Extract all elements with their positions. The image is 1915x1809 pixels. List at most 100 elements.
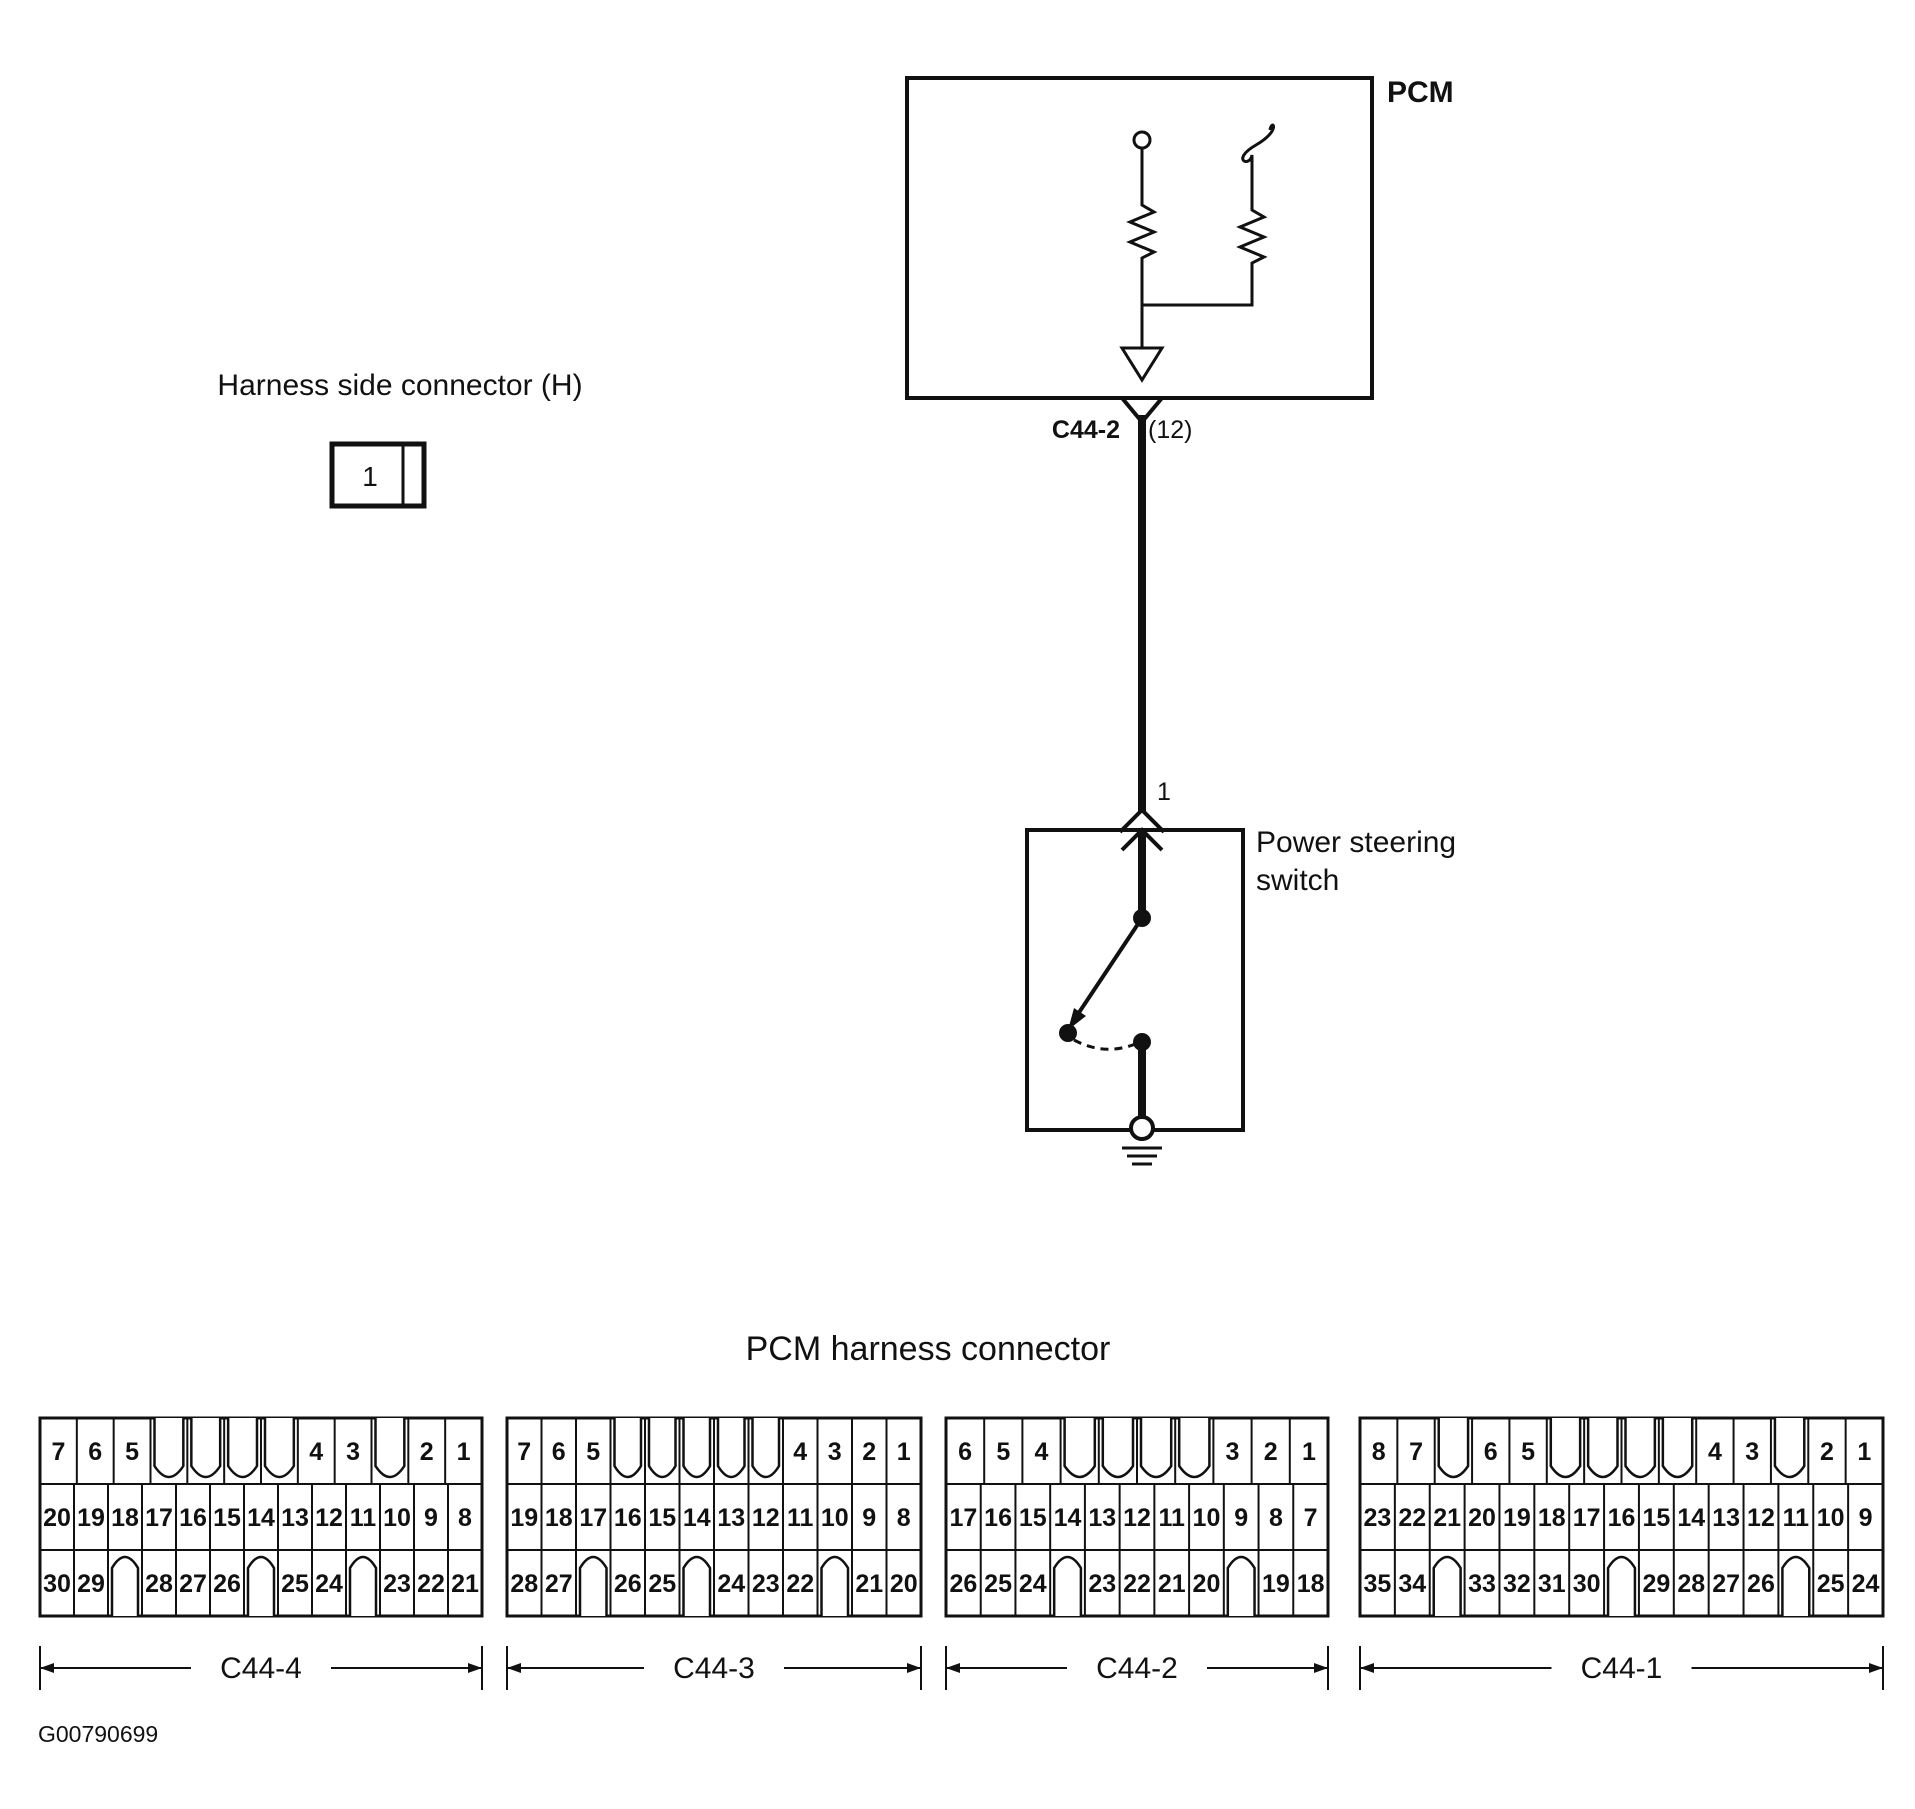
switch-label-line1: Power steering [1256,826,1456,859]
power-steering-switch: Power steering switch [1025,826,1456,1166]
pin-number: 13 [717,1504,745,1532]
blade-arrow-icon [1068,1008,1086,1030]
pin-number: 22 [1398,1504,1426,1532]
input-buffer-icon [1119,346,1165,383]
pin-number: 3 [1745,1438,1759,1466]
pin-number: 17 [145,1504,173,1532]
pin-number: 20 [890,1570,918,1598]
pin-number: 8 [897,1504,911,1532]
pin-number: 32 [1503,1570,1531,1598]
key-notch [647,1418,677,1479]
pin-number: 26 [1747,1570,1775,1598]
pin-number: 7 [1409,1438,1423,1466]
pull-up-resistor [1126,148,1158,305]
dimension-arrow-icon [40,1663,54,1673]
dimension-arrow-icon [1360,1663,1374,1673]
pin-number: 30 [1573,1570,1601,1598]
pin-number: 6 [1484,1438,1498,1466]
pin-number: 4 [1708,1438,1722,1466]
key-notch [1549,1418,1582,1479]
key-notch [153,1418,185,1479]
pcm-module: PCM [905,76,1454,400]
pin-number: 14 [1677,1504,1705,1532]
key-notch [613,1418,643,1479]
harness-side-connector-title: Harness side connector (H) [217,369,582,402]
key-notch [716,1418,746,1479]
harness-connector-body [329,441,427,509]
pin-number: 18 [1538,1504,1566,1532]
pin-number: 24 [1019,1570,1047,1598]
pin-number: 19 [510,1504,538,1532]
pin-number: 5 [125,1438,139,1466]
pcm-pin-label: (12) [1148,416,1192,444]
pin-number: 28 [1677,1570,1705,1598]
pin-number: 17 [1573,1504,1601,1532]
pin-number: 9 [1234,1504,1248,1532]
pin-number: 3 [346,1438,360,1466]
pin-number: 26 [949,1570,977,1598]
pin-number: 11 [1159,1504,1186,1532]
terminal-circle-icon [1132,130,1152,150]
pin-number: 10 [1193,1504,1221,1532]
pin-number: 15 [648,1504,676,1532]
pin-number: 16 [984,1504,1012,1532]
pin-number: 21 [1433,1504,1461,1532]
dimension-arrow-icon [507,1663,521,1673]
pin-number: 10 [1817,1504,1845,1532]
harness-side-connector: Harness side connector (H) 1 [217,369,583,509]
pin-number: 1 [1302,1438,1316,1466]
pcm-label: PCM [1387,76,1454,109]
dimension-arrow-icon [907,1663,921,1673]
pin-number: 34 [1398,1570,1426,1598]
pin-number: 14 [247,1504,275,1532]
harness-connector-pin: 1 [362,461,378,492]
switch-terminal: 1 [1118,778,1171,834]
pin-number: 5 [1521,1438,1535,1466]
pin-number: 26 [614,1570,642,1598]
key-notch [1773,1418,1806,1479]
pin-number: 13 [1088,1504,1116,1532]
pin-number: 18 [545,1504,573,1532]
pin-number: 23 [752,1570,780,1598]
pin-number: 19 [1503,1504,1531,1532]
pin-number: 4 [1035,1438,1049,1466]
ground-terminal-icon [1129,1115,1155,1141]
dimension-arrow-icon [946,1663,960,1673]
pin-number: 21 [451,1570,479,1598]
pin-number: 7 [1304,1504,1318,1532]
key-notch [190,1418,222,1479]
key-notch [1063,1418,1097,1479]
key-notch [1052,1555,1083,1616]
pin-number: 22 [417,1570,445,1598]
dimension-arrow-icon [1314,1663,1328,1673]
pin-number: 5 [586,1438,600,1466]
key-notch [246,1555,276,1616]
pcm-connector-label: C44-2 [1052,416,1120,444]
pin-number: 12 [1123,1504,1151,1532]
pin-number: 21 [855,1570,883,1598]
pin-number: 20 [1193,1570,1221,1598]
pin-number: 12 [1747,1504,1775,1532]
pin-number: 9 [424,1504,438,1532]
pin-number: 27 [179,1570,207,1598]
pin-number: 8 [1269,1504,1283,1532]
pin-number: 11 [1783,1504,1810,1532]
pin-number: 10 [383,1504,411,1532]
key-notch [263,1418,296,1479]
key-notch [226,1418,259,1479]
key-notch [1437,1418,1470,1479]
key-notch [1139,1418,1173,1479]
terminal-caret-icon [1118,807,1166,834]
pin-number: 5 [996,1438,1010,1466]
pin-number: 13 [1712,1504,1740,1532]
pin-number: 8 [458,1504,472,1532]
pin-number: 14 [1054,1504,1082,1532]
pin-number: 3 [1226,1438,1240,1466]
pin-number: 6 [958,1438,972,1466]
pin-number: 25 [648,1570,676,1598]
pin-number: 19 [1262,1570,1290,1598]
pin-number: 24 [315,1570,343,1598]
pin-number: 2 [862,1438,876,1466]
